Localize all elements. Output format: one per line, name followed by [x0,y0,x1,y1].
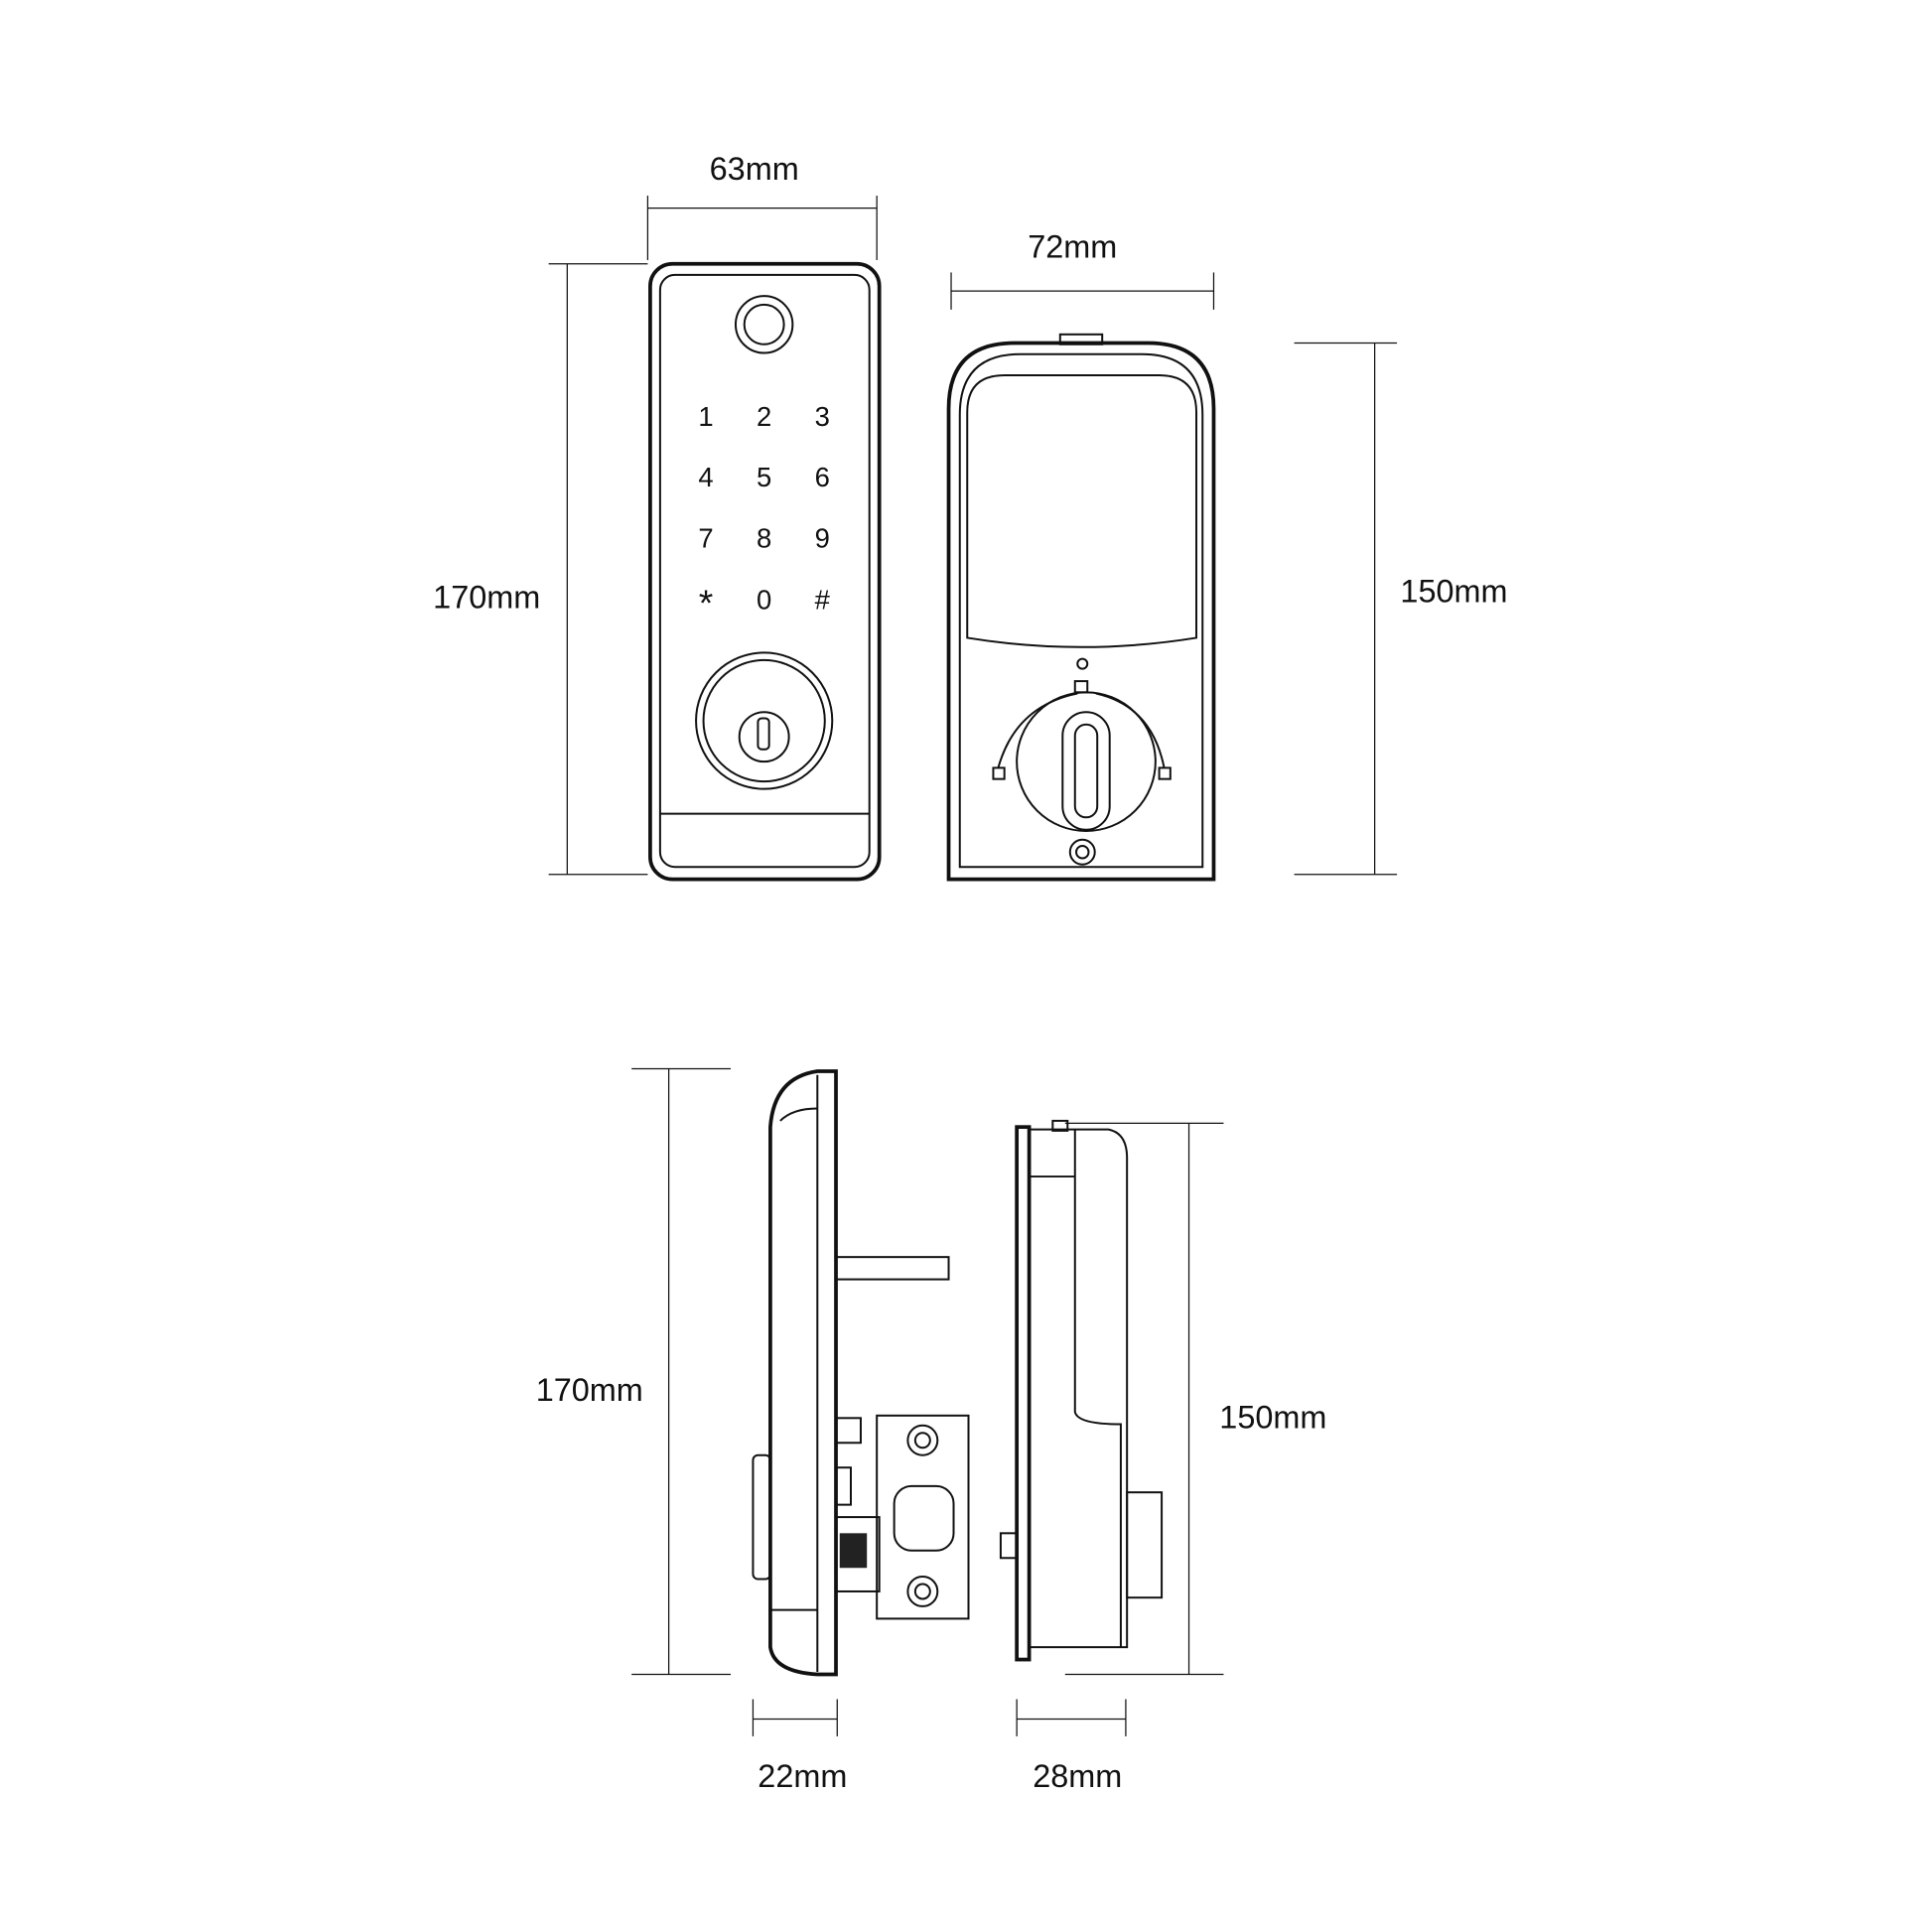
back-height-label: 150mm [1400,573,1507,609]
key-8: 8 [757,522,771,553]
side-back-height-dimension: 150mm [1064,1122,1326,1676]
key-3: 3 [815,401,830,432]
side-front-height-dimension: 170mm [536,1067,731,1676]
fingerprint-sensor-icon [734,295,794,354]
front-height-dimension: 170mm [433,263,648,876]
side-back-depth-dimension: 28mm [1016,1699,1127,1794]
front-height-label: 170mm [433,579,540,615]
key-star: * [699,582,714,623]
side-back-height-label: 150mm [1219,1399,1326,1435]
front-width-label: 63mm [710,151,799,187]
back-width-dimension: 72mm [950,228,1215,310]
side-view-front [752,1069,970,1677]
screw-icon [1068,838,1096,866]
side-view-back [999,1119,1164,1662]
front-view: 1 2 3 4 5 6 7 8 9 * 0 # [648,261,882,882]
key-5: 5 [757,462,771,492]
front-width-dimension: 63mm [646,151,878,260]
side-front-height-label: 170mm [536,1372,643,1408]
key-7: 7 [698,522,713,553]
side-front-depth-label: 22mm [758,1758,847,1794]
side-back-depth-label: 28mm [1033,1758,1122,1794]
key-6: 6 [815,462,830,492]
key-0: 0 [757,585,771,616]
key-2: 2 [757,401,771,432]
thumb-turn-icon [992,680,1172,833]
key-hash: # [815,585,831,616]
key-4: 4 [698,462,713,492]
key-9: 9 [815,522,830,553]
side-front-depth-dimension: 22mm [752,1699,847,1794]
key-cylinder-icon [695,651,834,790]
back-width-label: 72mm [1028,228,1117,264]
back-view [946,333,1216,882]
back-height-dimension: 150mm [1294,342,1508,876]
strike-plate [876,1414,970,1620]
key-1: 1 [698,401,713,432]
keypad: 1 2 3 4 5 6 7 8 9 * 0 # [698,401,830,623]
